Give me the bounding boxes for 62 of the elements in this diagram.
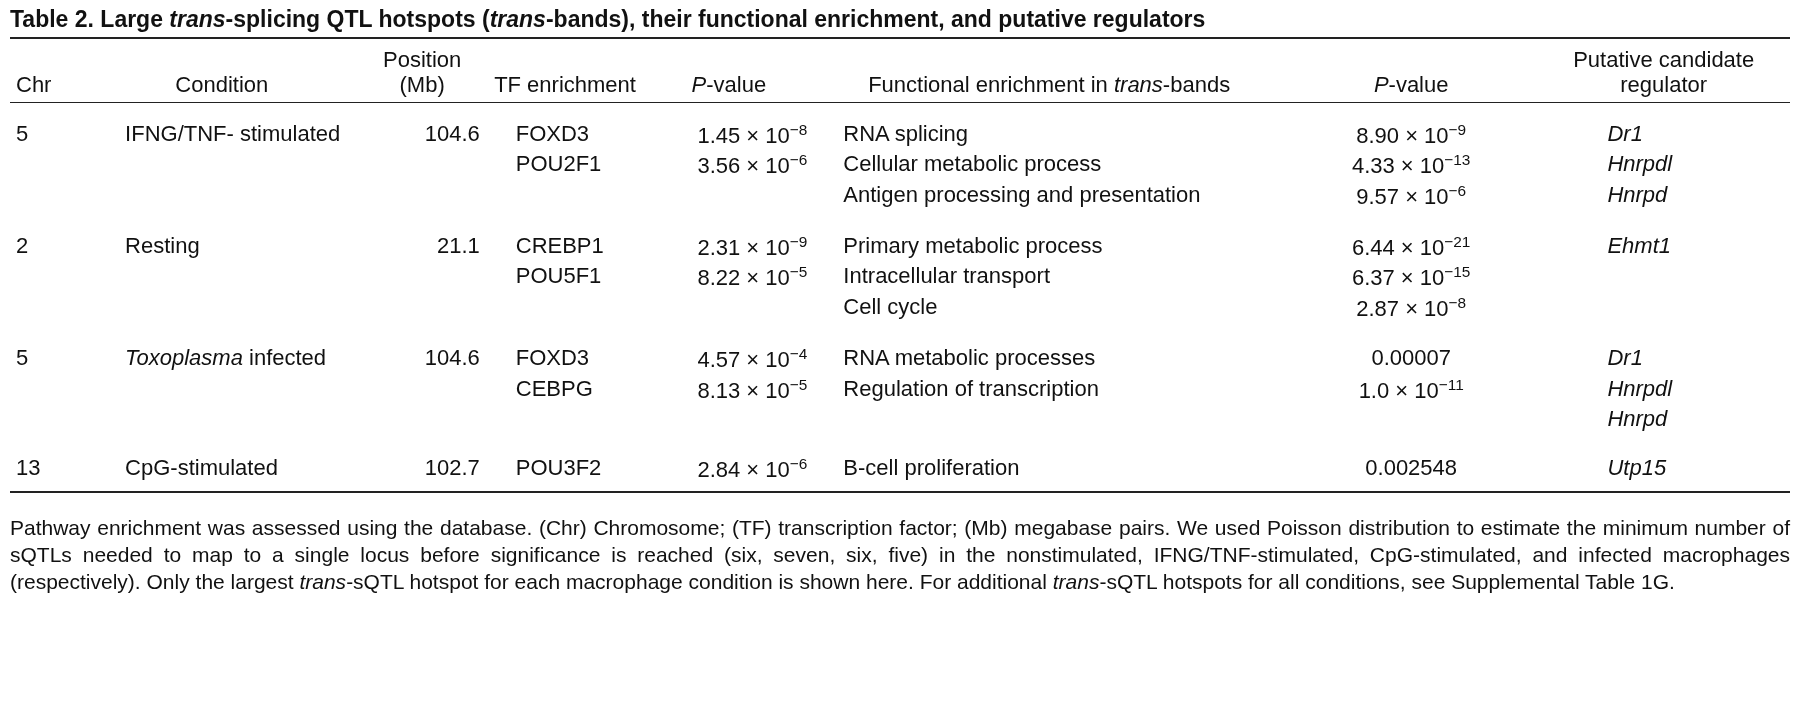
regulator-gene: Utp15 xyxy=(1537,440,1790,493)
regulator-gene: Hnrpd xyxy=(1606,405,1669,434)
p-value: 8.90 × 10$^{−9}$ xyxy=(1284,102,1538,151)
transcription-factor: POU3F2 xyxy=(485,440,645,493)
p-value: 1.45 × 10$^{−8}$ xyxy=(644,102,814,151)
p-value: 2.31 × 10$^{−9}$ xyxy=(696,231,809,263)
p-value: 8.13 × 10$^{−5}$ xyxy=(696,374,809,405)
position-value: 104.6 xyxy=(423,343,481,372)
column-header: Position (Mb) xyxy=(358,38,486,103)
p-value: 6.37 × 10$^{−15}$ xyxy=(1350,262,1472,293)
column-header: P-value xyxy=(1284,38,1538,103)
condition-name: IFNG/TNF- stimulated xyxy=(85,102,359,151)
enrichment-term: Cell cycle xyxy=(842,293,939,322)
transcription-factor: FOXD3 xyxy=(514,343,591,372)
p-value: 0.002548 xyxy=(1284,440,1538,493)
regulator-gene: Dr1 xyxy=(1606,343,1644,372)
transcription-factor: POU2F1 xyxy=(514,150,603,179)
chromosome-number: 13 xyxy=(10,440,86,493)
p-value: 6.44 × 10$^{−21}$ xyxy=(1350,231,1472,263)
position-value: 102.7 xyxy=(358,440,486,493)
regulator-gene: Hnrpd xyxy=(1606,181,1669,210)
enrichment-term: Cellular metabolic process xyxy=(842,150,1103,179)
p-value: 0.00007 xyxy=(1370,343,1452,372)
transcription-factor: FOXD3 xyxy=(485,102,645,151)
column-header: Putative candidate regulator xyxy=(1537,38,1790,103)
p-value: 4.33 × 10$^{−13}$ xyxy=(1350,150,1472,181)
p-value: 2.87 × 10$^{−8}$ xyxy=(1355,293,1468,324)
enrichment-term: B-cell proliferation xyxy=(813,440,1285,493)
table-footnote: Pathway enrichment was assessed using the database. (Chr) Chromosome; (TF) transcription factor; (Mb) megabase pairs. We used Poisson distribution to estimate the minimum number of sQTLs needed to map to a single locus before significance is reached (six, seven, six, five) in the nonstimulated, IFNG/TNF-stimulated, CpG-stimulated, and infected macrophages (respectively). Only the largest trans-sQTL hotspot for each macrophage condition is shown here. For additional trans-sQTL hotspots for all conditions, see Supplemental Table 1G. xyxy=(10,515,1790,595)
enrichment-term: Antigen processing and presentation xyxy=(842,181,1202,210)
regulator-gene: Hnrpdl xyxy=(1606,150,1674,179)
enrichment-term: Intracellular transport xyxy=(842,262,1051,291)
position-value: 104.6 xyxy=(358,102,486,151)
regulator-gene: Ehmt1 xyxy=(1606,231,1672,260)
column-header: Condition xyxy=(85,38,359,103)
condition-name: Toxoplasma infected xyxy=(124,343,328,372)
regulator-gene: Dr1 xyxy=(1537,102,1790,151)
column-header: TF enrichment xyxy=(485,38,645,103)
condition-name: Resting xyxy=(124,231,201,260)
enrichment-term: Primary metabolic process xyxy=(842,231,1104,260)
position-value: 21.1 xyxy=(435,231,481,260)
regulator-gene: Hnrpdl xyxy=(1606,374,1674,403)
transcription-factor: POU5F1 xyxy=(514,262,603,291)
p-value: 4.57 × 10$^{−4}$ xyxy=(696,343,809,375)
chromosome-number: 2 xyxy=(15,231,30,260)
enrichment-term: Regulation of transcription xyxy=(842,374,1100,403)
enrichment-term: RNA splicing xyxy=(813,102,1285,151)
chromosome-number: 5 xyxy=(10,102,86,151)
column-header: Functional enrichment in trans-bands xyxy=(813,38,1285,103)
p-value: 9.57 × 10$^{−6}$ xyxy=(1355,181,1468,212)
p-value: 3.56 × 10$^{−6}$ xyxy=(696,150,809,181)
enrichment-term: RNA metabolic processes xyxy=(842,343,1097,372)
chromosome-number: 5 xyxy=(15,343,30,372)
table-title: Table 2. Large trans-splicing QTL hotspots (trans-bands), their functional enrichment, and putative regulators xyxy=(10,6,1206,33)
p-value: 1.0 × 10$^{−11}$ xyxy=(1357,374,1465,405)
column-header: Chr xyxy=(10,38,86,103)
transcription-factor: CEBPG xyxy=(514,374,594,403)
column-header: P-value xyxy=(644,38,814,103)
p-value: 8.22 × 10$^{−5}$ xyxy=(696,262,809,293)
condition-name: CpG-stimulated xyxy=(85,440,359,493)
p-value: 2.84 × 10$^{−6}$ xyxy=(644,440,814,493)
transcription-factor: CREBP1 xyxy=(514,231,605,260)
